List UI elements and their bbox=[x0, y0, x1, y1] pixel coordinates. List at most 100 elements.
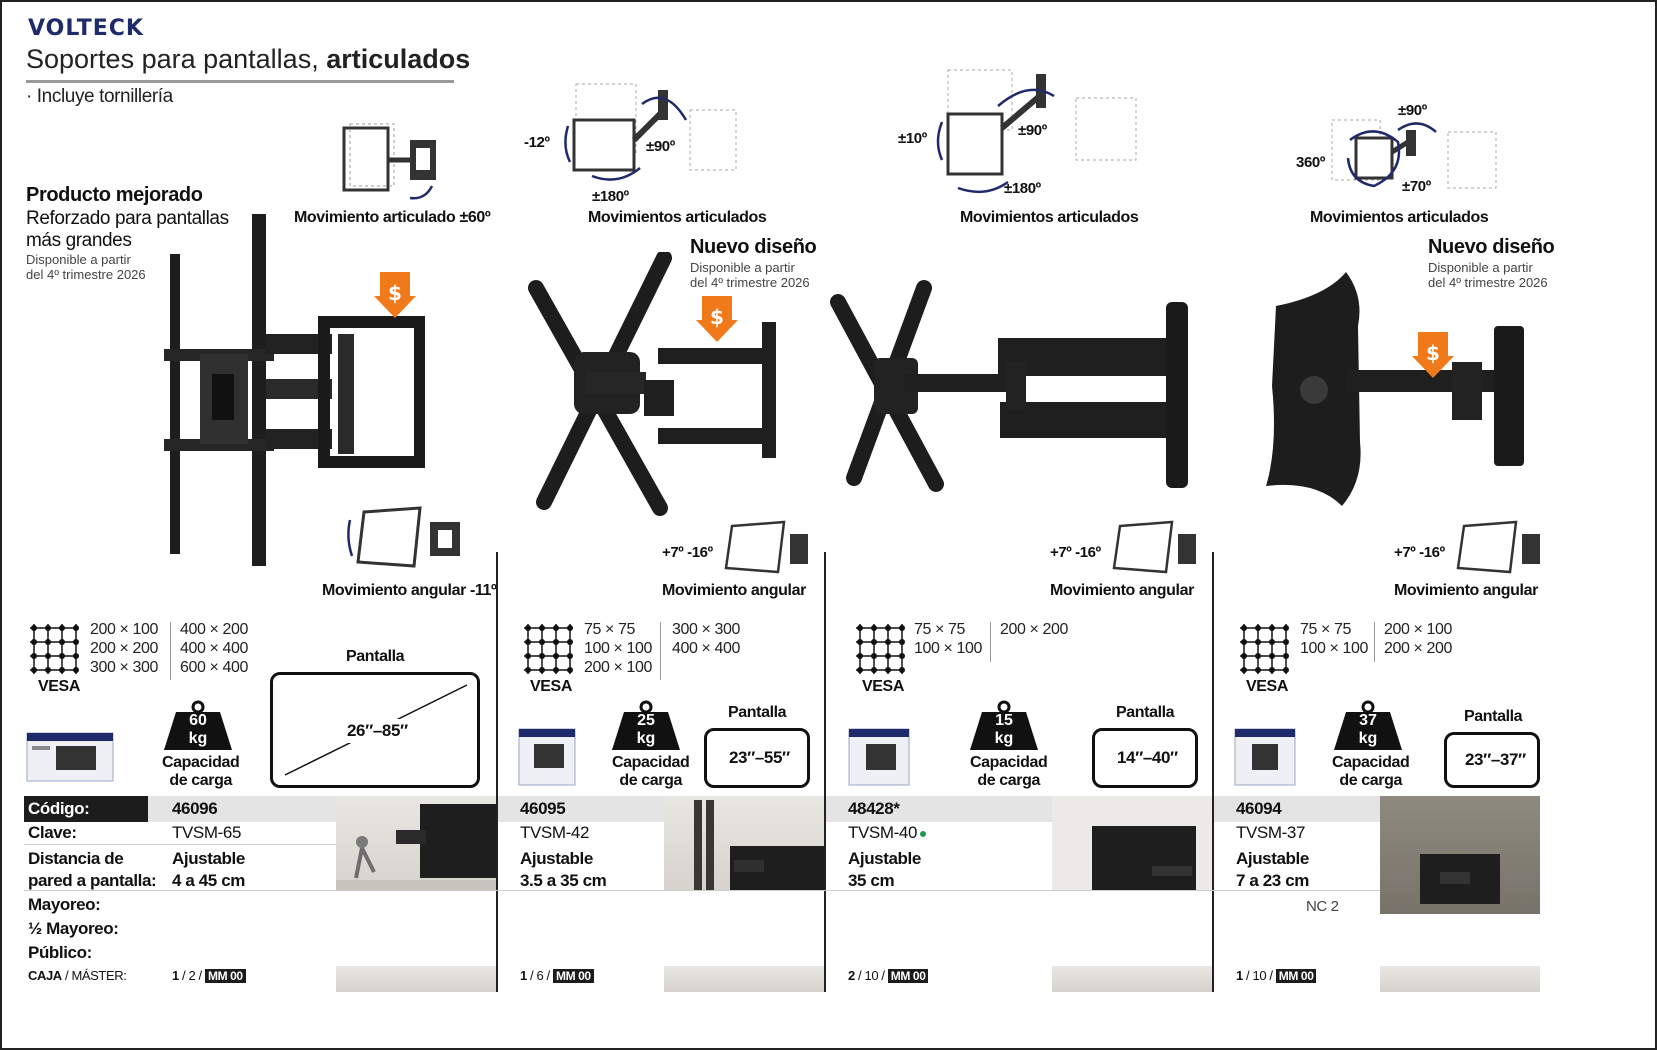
availability-note-2: Disponible a partir del 4º trimestre 202… bbox=[690, 260, 810, 290]
price-arrow-icon: $ bbox=[374, 272, 416, 318]
vesa-grid-icon-4 bbox=[1240, 624, 1289, 674]
weight-value-2: 25 kg bbox=[636, 712, 656, 747]
screen-size-box-4: 23″–37″ bbox=[1444, 732, 1540, 788]
room-photo-2-bottom bbox=[664, 966, 824, 992]
vesa-grid-icon-2 bbox=[524, 624, 573, 674]
clave-value-1: TVSM-65 bbox=[172, 823, 241, 842]
tilt-range-label-4: +7º -16º bbox=[1394, 544, 1445, 561]
row-rule-2 bbox=[24, 890, 1540, 891]
weight-icon bbox=[164, 700, 232, 750]
tilt-degree-label: -12º bbox=[524, 134, 550, 151]
angular-caption-2: Movimiento angular bbox=[662, 582, 806, 599]
distance-value-2: Ajustable 3.5 a 35 cm bbox=[520, 849, 607, 890]
weight-icon-3 bbox=[970, 700, 1038, 750]
room-photo-2-art bbox=[694, 800, 824, 890]
articulated-movements-diagram-4 bbox=[1331, 119, 1497, 189]
screen-size-box: 26″–85″ bbox=[270, 672, 480, 788]
code-value-1: 46096 bbox=[172, 799, 218, 818]
row-rule-1 bbox=[24, 844, 336, 845]
price-arrow-icon-2: $ bbox=[696, 296, 738, 342]
rotation-degree-label-3: ±180º bbox=[1004, 180, 1041, 197]
includes-screws-note: · Incluye tornillería bbox=[26, 86, 173, 107]
brand-logo: VOLTECK bbox=[28, 16, 144, 41]
product-box-image-2 bbox=[518, 728, 576, 786]
in-stock-dot-icon bbox=[920, 830, 926, 837]
vesa-grid-icon bbox=[30, 624, 79, 674]
screen-label-3: Pantalla bbox=[1116, 704, 1175, 721]
vesa-sizes-col2-3: 200 × 200 bbox=[1000, 621, 1069, 638]
articulated-caption: Movimiento articulado ±60º bbox=[294, 209, 491, 226]
screen-size-box-2: 23″–55″ bbox=[704, 728, 810, 788]
vesa-label: VESA bbox=[38, 678, 80, 695]
nc-note: NC 2 bbox=[1306, 898, 1339, 915]
screen-label: Pantalla bbox=[346, 648, 405, 665]
tilt-range-label-3: +7º -16º bbox=[1050, 544, 1101, 561]
tilt-degree-label-3: ±10º bbox=[898, 130, 927, 147]
column-divider-1 bbox=[496, 552, 498, 992]
product-photo-mount-46095 bbox=[528, 252, 776, 516]
angular-movement-diagram-3 bbox=[1112, 520, 1196, 574]
product-box-image-3 bbox=[848, 728, 910, 786]
vesa-label-2: VESA bbox=[530, 678, 572, 695]
capacity-label-3: Capacidad de carga bbox=[970, 754, 1048, 789]
publico-label: Público: bbox=[28, 943, 92, 962]
vesa-label-3: VESA bbox=[862, 678, 904, 695]
clave-value-3: TVSM-40 bbox=[848, 822, 926, 844]
screen-size-value: 26″–85″ bbox=[347, 721, 408, 740]
room-photo-3-art bbox=[1052, 796, 1212, 890]
tilt-degree-label-4: ±70º bbox=[1402, 178, 1431, 195]
improved-product-subtitle: Reforzado para pantallas más grandes bbox=[26, 208, 229, 251]
half-mayoreo-label: ½ Mayoreo: bbox=[28, 919, 119, 938]
code-value-3: 48428* bbox=[848, 799, 900, 818]
capacity-label-2: Capacidad de carga bbox=[612, 754, 690, 789]
column-divider-2 bbox=[824, 552, 826, 992]
vesa-sizes-col1: 200 × 100 200 × 200 300 × 300 bbox=[90, 621, 159, 676]
new-design-badge-4: Nuevo diseño bbox=[1428, 236, 1555, 258]
code-row-band-3 bbox=[826, 796, 1052, 822]
capacity-label-4: Capacidad de carga bbox=[1332, 754, 1410, 789]
distance-value-4: Ajustable 7 a 23 cm bbox=[1236, 849, 1309, 890]
articulated-caption-2: Movimientos articulados bbox=[588, 209, 767, 226]
clave-value-2: TVSM-42 bbox=[520, 823, 589, 842]
vesa-divider-3 bbox=[990, 622, 991, 662]
screen-label-2: Pantalla bbox=[728, 704, 787, 721]
weight-value-4: 37 kg bbox=[1358, 712, 1378, 747]
angular-caption-3: Movimiento angular bbox=[1050, 582, 1194, 599]
angular-caption: Movimiento angular -11º bbox=[322, 582, 497, 599]
capacity-label: Capacidad de carga bbox=[162, 754, 240, 789]
screen-size-value-2: 23″–55″ bbox=[729, 748, 790, 767]
screen-size-value-4: 23″–37″ bbox=[1465, 750, 1526, 769]
svg-text:$: $ bbox=[1426, 341, 1440, 365]
vesa-divider-2 bbox=[660, 622, 661, 680]
price-arrow-icon-4: $ bbox=[1412, 332, 1454, 378]
vesa-label-4: VESA bbox=[1246, 678, 1288, 695]
angular-movement-diagram-4 bbox=[1456, 520, 1540, 574]
clave-value-4: TVSM-37 bbox=[1236, 823, 1305, 842]
vesa-sizes-col2-4: 200 × 100 200 × 200 bbox=[1384, 621, 1453, 657]
improved-product-badge: Producto mejorado bbox=[26, 184, 203, 206]
room-photo-2 bbox=[664, 796, 824, 890]
product-box-image bbox=[26, 732, 114, 782]
swivel-degree-label-3: ±90º bbox=[1018, 122, 1047, 139]
room-photo-3-bottom bbox=[1052, 966, 1212, 992]
articulated-movement-diagram bbox=[342, 123, 436, 200]
vesa-grid-icon-3 bbox=[856, 624, 905, 674]
pack-value-1: 1 / 2 / MM 00 bbox=[172, 968, 246, 983]
room-photo-3 bbox=[1052, 796, 1212, 890]
screen-label-4: Pantalla bbox=[1464, 708, 1523, 725]
product-photo-mount-48428 bbox=[830, 280, 1188, 492]
code-label-cell bbox=[24, 796, 148, 822]
room-photo-1 bbox=[336, 796, 496, 890]
column-divider-3 bbox=[1212, 552, 1214, 992]
vesa-sizes-col1-2: 75 × 75 100 × 100 200 × 100 bbox=[584, 621, 653, 676]
distance-label: Distancia de pared a pantalla: bbox=[28, 849, 157, 890]
code-row-band-4 bbox=[1214, 796, 1380, 822]
tilt-range-label-2: +7º -16º bbox=[662, 544, 713, 561]
articulated-caption-3: Movimientos articulados bbox=[960, 209, 1139, 226]
articulated-caption-4: Movimientos articulados bbox=[1310, 209, 1489, 226]
room-photo-4 bbox=[1380, 796, 1540, 914]
rotation-degree-label: ±180º bbox=[592, 188, 629, 205]
rotation-degree-label-4: 360º bbox=[1296, 154, 1325, 171]
angular-caption-4: Movimiento angular bbox=[1394, 582, 1538, 599]
weight-icon-2 bbox=[612, 700, 680, 750]
